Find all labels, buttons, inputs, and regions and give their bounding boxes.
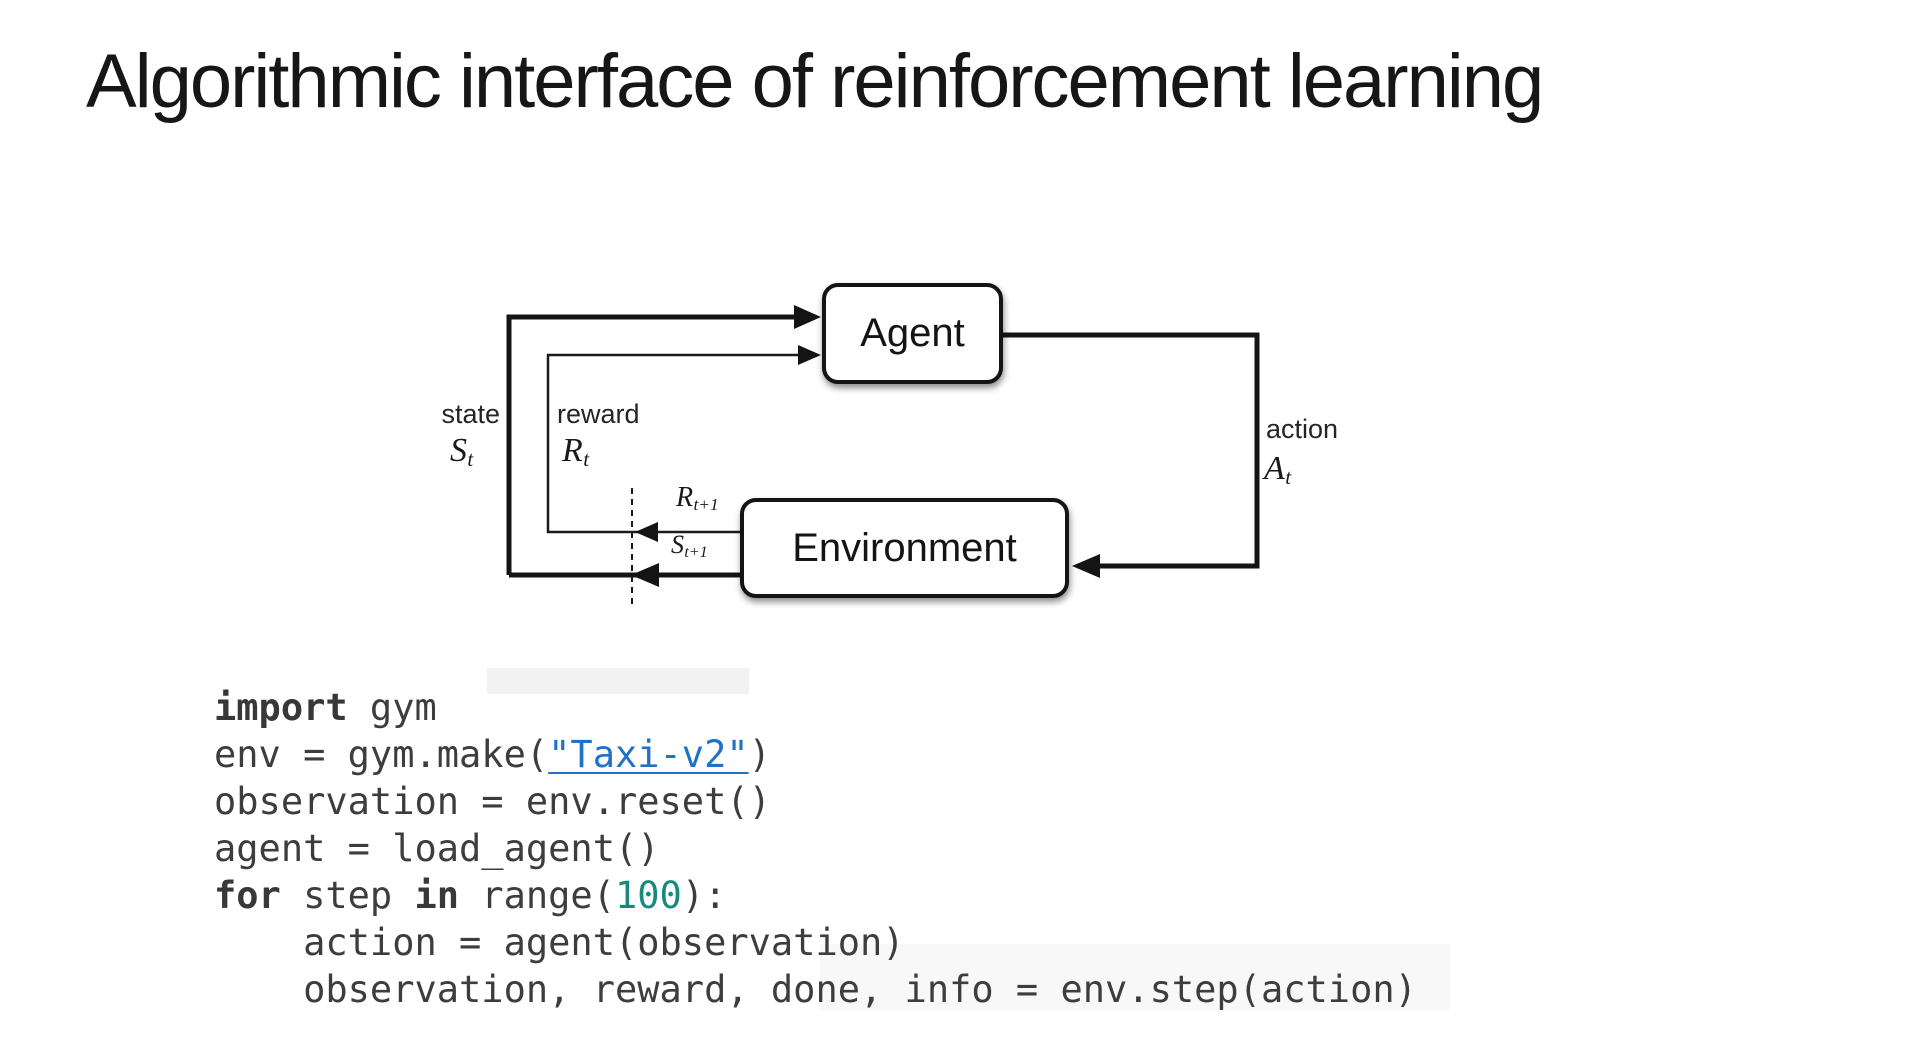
action-label: action — [1266, 414, 1339, 444]
code-line: action = agent(observation) — [214, 919, 1417, 966]
environment-box: Environment — [740, 498, 1069, 598]
code-token: agent = load_agent() — [214, 827, 660, 870]
code-token: observation, reward, done, info = env.st… — [214, 968, 1417, 1011]
code-token: 100 — [614, 874, 682, 917]
code-line: import gym — [214, 684, 1417, 731]
code-line: observation, reward, done, info = env.st… — [214, 966, 1417, 1013]
code-token: in — [414, 874, 460, 917]
action-symbol: At — [1264, 450, 1292, 490]
next-reward-arrowhead — [635, 522, 658, 542]
code-line: for step in range(100): — [214, 872, 1417, 919]
code-token: import — [214, 686, 348, 729]
next-state-symbol: St+1 — [671, 530, 708, 562]
code-token: for — [214, 874, 281, 917]
agent-label: Agent — [860, 311, 965, 355]
code-string-link[interactable]: "Taxi-v2" — [548, 733, 749, 776]
code-line: agent = load_agent() — [214, 825, 1417, 872]
state-label: state — [441, 399, 500, 429]
slide-title: Algorithmic interface of reinforcement l… — [86, 39, 1544, 124]
state-arrowhead — [794, 305, 821, 329]
reward-arrowhead — [798, 345, 821, 365]
code-token: gym — [347, 686, 437, 729]
next-state-arrowhead — [631, 563, 659, 587]
action-arrowhead — [1072, 554, 1100, 578]
reward-symbol: Rt — [562, 432, 590, 472]
code-token: range( — [459, 874, 615, 917]
image-noise-artifact — [487, 668, 749, 694]
agent-box: Agent — [822, 283, 1003, 384]
code-token: env = gym.make( — [214, 733, 549, 776]
code-token: observation = env.reset() — [214, 780, 771, 823]
code-line: observation = env.reset() — [214, 778, 1417, 825]
code-token: step — [280, 874, 415, 917]
code-token: action = agent(observation) — [214, 921, 905, 964]
next-reward-symbol: Rt+1 — [676, 482, 719, 515]
code-token: ): — [681, 874, 727, 917]
reward-label: reward — [557, 399, 640, 429]
code-token: ) — [748, 733, 771, 776]
image-noise-artifact — [820, 944, 1450, 1010]
state-symbol: St — [450, 432, 474, 472]
code-line: env = gym.make("Taxi-v2") — [214, 731, 1417, 778]
environment-label: Environment — [792, 525, 1017, 570]
